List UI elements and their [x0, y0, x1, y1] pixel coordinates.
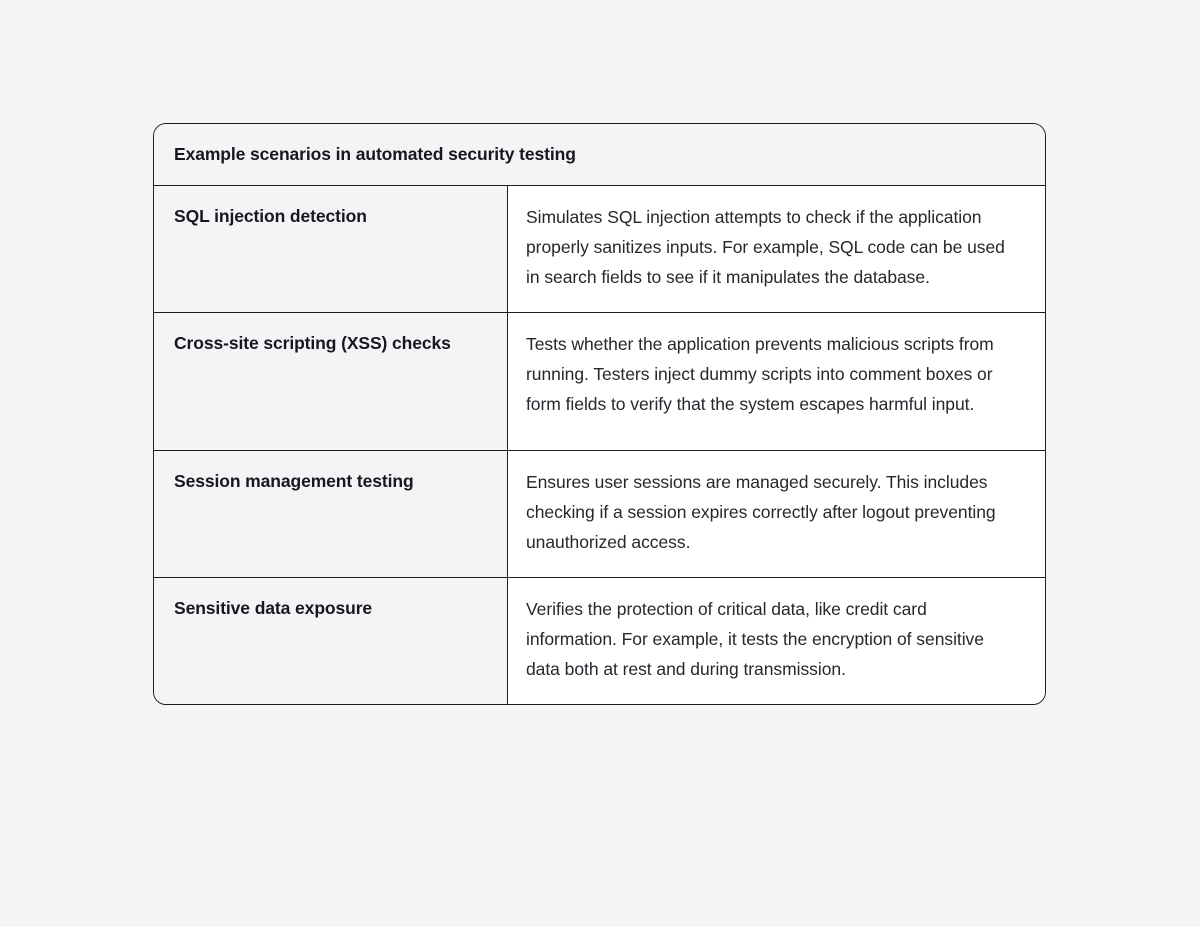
table-title: Example scenarios in automated security …: [174, 144, 576, 164]
scenario-description-cell: Tests whether the application prevents m…: [508, 313, 1045, 450]
scenario-label-cell: Session management testing: [154, 451, 508, 577]
table-row: Session management testing Ensures user …: [154, 451, 1045, 578]
scenario-description-cell: Verifies the protection of critical data…: [508, 578, 1045, 704]
scenario-description-cell: Simulates SQL injection attempts to chec…: [508, 186, 1045, 312]
security-scenarios-table: Example scenarios in automated security …: [153, 123, 1046, 705]
scenario-description: Tests whether the application prevents m…: [526, 334, 994, 414]
table-row: Sensitive data exposure Verifies the pro…: [154, 578, 1045, 704]
scenario-label: Session management testing: [174, 471, 414, 491]
scenario-description: Simulates SQL injection attempts to chec…: [526, 207, 1005, 287]
scenario-description: Ensures user sessions are managed secure…: [526, 472, 996, 552]
scenario-label: SQL injection detection: [174, 206, 367, 226]
scenario-label-cell: SQL injection detection: [154, 186, 508, 312]
scenario-label-cell: Sensitive data exposure: [154, 578, 508, 704]
table-row: SQL injection detection Simulates SQL in…: [154, 186, 1045, 313]
table-header-row: Example scenarios in automated security …: [154, 124, 1045, 186]
scenario-label-cell: Cross-site scripting (XSS) checks: [154, 313, 508, 450]
table-row: Cross-site scripting (XSS) checks Tests …: [154, 313, 1045, 451]
scenario-label: Cross-site scripting (XSS) checks: [174, 333, 451, 353]
scenario-label: Sensitive data exposure: [174, 598, 373, 618]
scenario-description-cell: Ensures user sessions are managed secure…: [508, 451, 1045, 577]
scenario-description: Verifies the protection of critical data…: [526, 599, 984, 679]
